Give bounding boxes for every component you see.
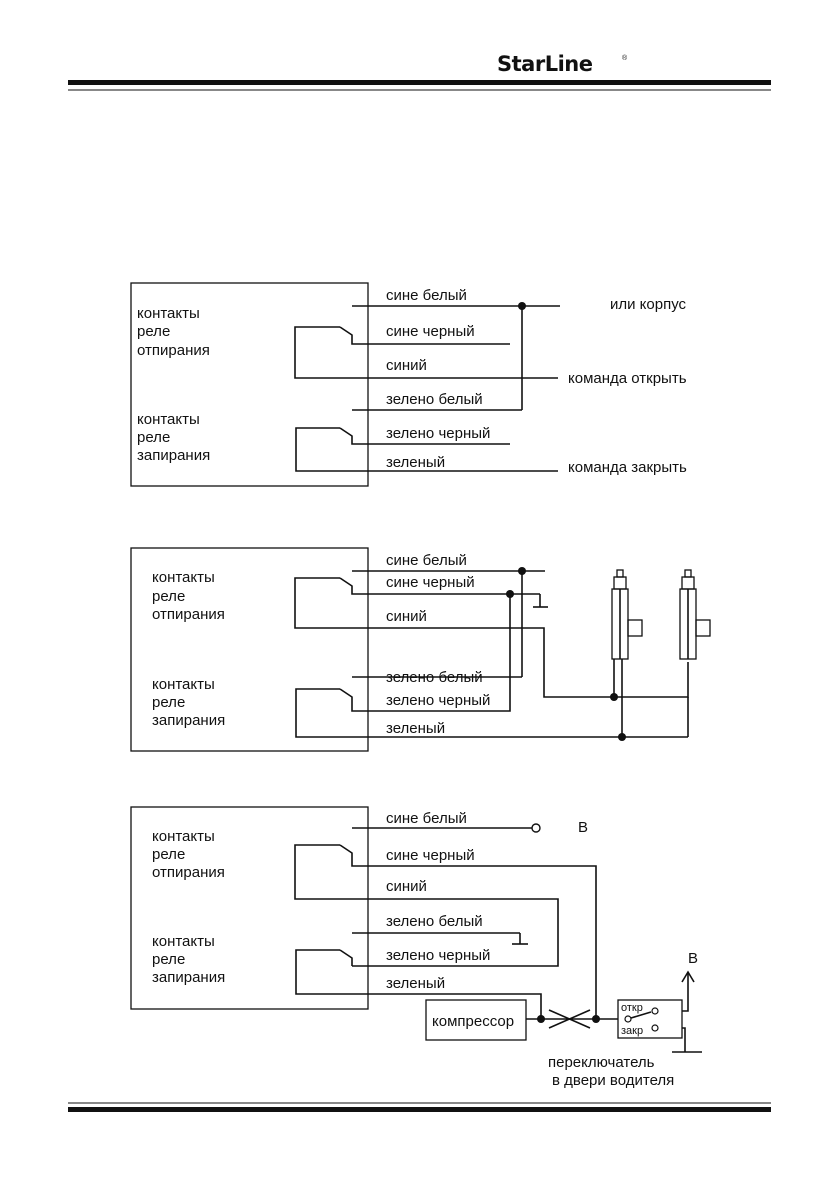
footer [68, 1102, 771, 1112]
wire1-blue-white: сине белый [386, 287, 467, 304]
relay3-unlock-l2: реле [152, 846, 185, 863]
wire3-blue: синий [386, 878, 427, 895]
wire3-green-white: зелено белый [386, 913, 483, 930]
switch-caption-l2: в двери водителя [552, 1072, 674, 1089]
wire2-blue-black: сине черный [386, 574, 475, 591]
relay1-lock-l2: реле [137, 429, 170, 446]
wire2-green-black: зелено черный [386, 692, 490, 709]
wire2-green: зеленый [386, 720, 445, 737]
actuator-right [679, 569, 711, 660]
wire1-green-black: зелено черный [386, 425, 490, 442]
label-cmd-open: команда открыть [568, 370, 687, 387]
relay1-unlock-l3: отпирания [137, 342, 210, 359]
arrow-up-icon [681, 970, 695, 983]
junction-dot [506, 590, 514, 598]
junction-dot [518, 302, 526, 310]
relay-block-3 [130, 806, 369, 1010]
footer-rule-thick [68, 1107, 771, 1112]
relay-block-2 [130, 547, 369, 752]
label-b-1: B [578, 819, 588, 836]
switch-close-label: закр [621, 1025, 643, 1037]
wire2-blue: синий [386, 608, 427, 625]
diagram-2: контакты реле отпирания контакты реле за… [130, 547, 711, 752]
actuator-left [611, 569, 643, 737]
terminal-b-circle [531, 823, 541, 833]
wire3-blue-black: сине черный [386, 847, 475, 864]
relay1-unlock-l2: реле [137, 323, 170, 340]
relay1-unlock-l1: контакты [137, 305, 200, 322]
junction-dot [518, 567, 526, 575]
wire1-green: зеленый [386, 454, 445, 471]
wire3-green: зеленый [386, 975, 445, 992]
relay2-lock-l1: контакты [152, 676, 215, 693]
relay3-unlock-l3: отпирания [152, 864, 225, 881]
door-switch-box [617, 999, 683, 1039]
relay3-lock-l3: запирания [152, 969, 225, 986]
switch-open-label: откр [621, 1002, 643, 1014]
header: StarLine ® [68, 52, 771, 91]
relay2-unlock-l3: отпирания [152, 606, 225, 623]
relay2-unlock-l2: реле [152, 588, 185, 605]
junction-dot [618, 733, 626, 741]
junction-dot [610, 693, 618, 701]
wire1-green-white: зелено белый [386, 391, 483, 408]
relay-block-1 [130, 282, 369, 487]
compressor-box [425, 999, 527, 1041]
junction-dot [592, 1015, 600, 1023]
relay2-unlock-l1: контакты [152, 569, 215, 586]
relay3-lock-l1: контакты [152, 933, 215, 950]
wire1-blue: синий [386, 357, 427, 374]
compressor-label: компрессор [432, 1013, 514, 1030]
starline-logo: StarLine [497, 52, 593, 76]
relay3-unlock-l1: контакты [152, 828, 215, 845]
wire2-green-white: зелено белый [386, 669, 483, 686]
diagram-1: контакты реле отпирания контакты реле за… [130, 282, 687, 487]
relay3-lock-l2: реле [152, 951, 185, 968]
cross-mark [548, 1009, 591, 1029]
switch-caption-l1: переключатель [548, 1054, 655, 1071]
junction-dot [537, 1015, 545, 1023]
registered-mark: ® [622, 54, 628, 62]
relay2-lock-l3: запирания [152, 712, 225, 729]
wire1-blue-black: сине черный [386, 323, 475, 340]
label-cmd-close: команда закрыть [568, 459, 687, 476]
relay2-lock-l2: реле [152, 694, 185, 711]
label-b-2: B [688, 950, 698, 967]
diagram-3: контакты реле отпирания контакты реле за… [130, 806, 702, 1089]
relay1-lock-l3: запирания [137, 447, 210, 464]
wire3-blue-white: сине белый [386, 810, 467, 827]
wire3-green-black: зелено черный [386, 947, 490, 964]
wire2-blue-white: сине белый [386, 552, 467, 569]
header-rule-thick [68, 80, 771, 85]
label-or-ground: или корпус [610, 296, 687, 313]
relay1-lock-l1: контакты [137, 411, 200, 428]
